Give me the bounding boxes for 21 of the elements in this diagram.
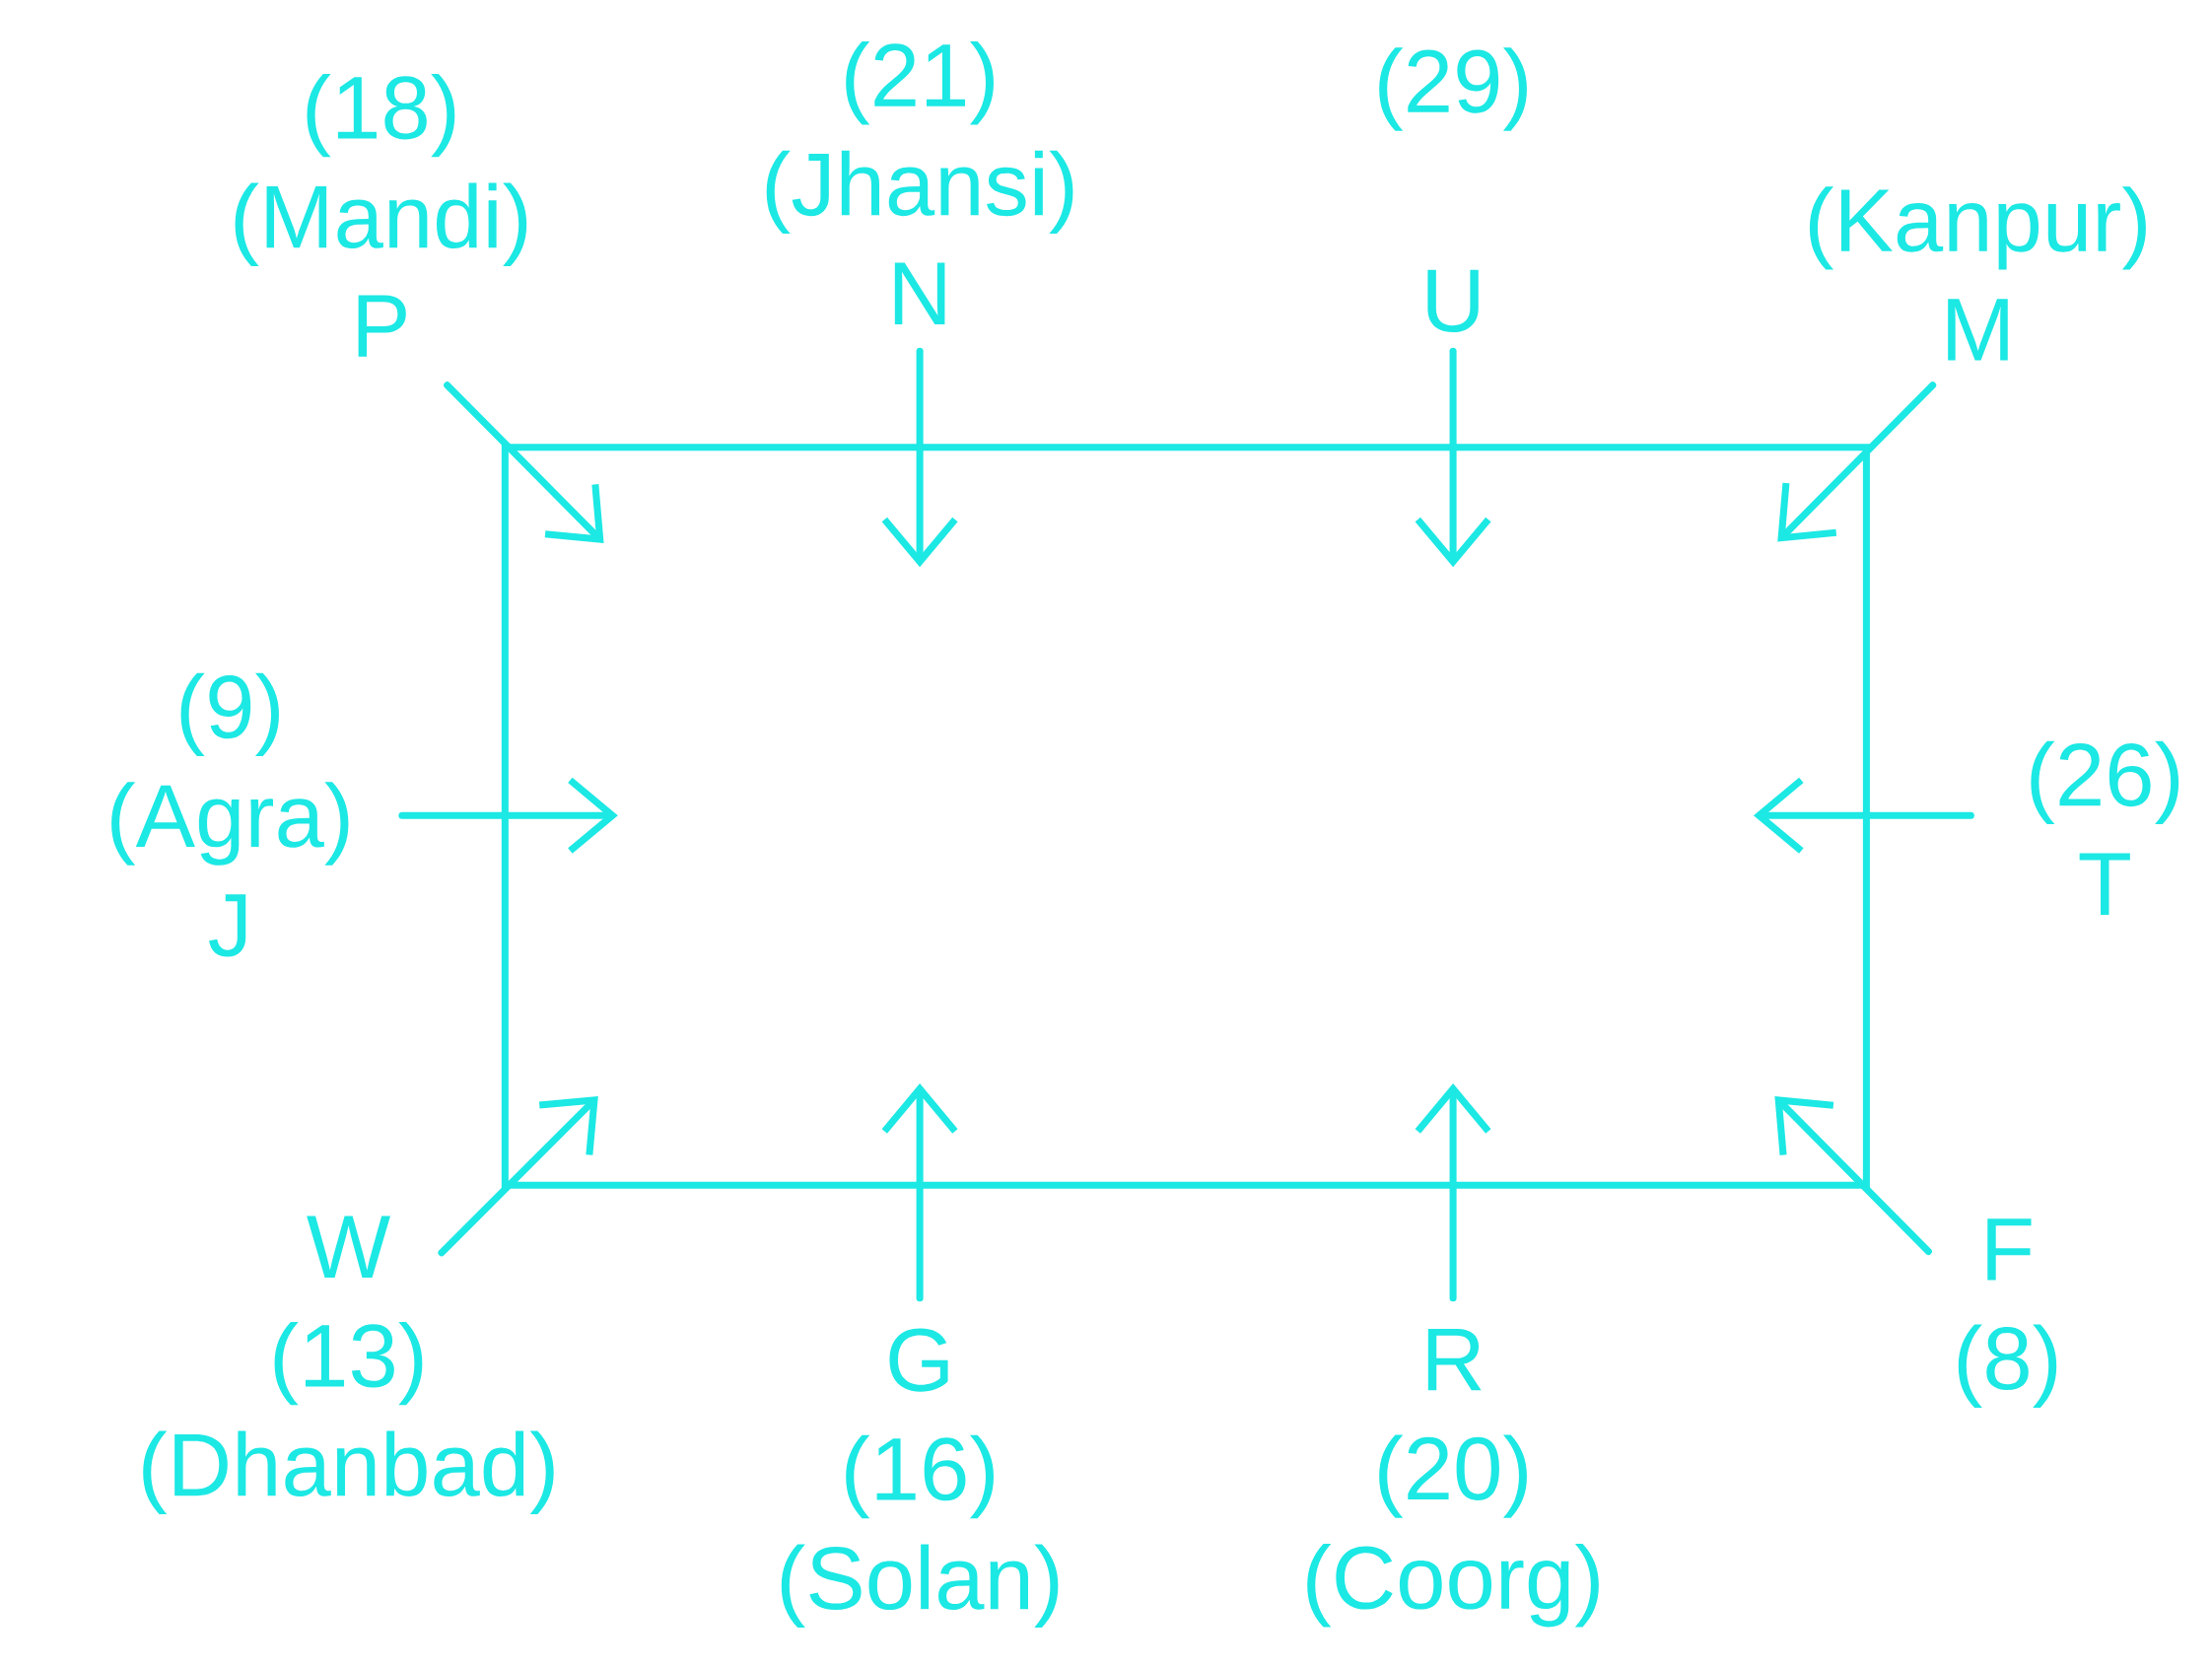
arrow [1777,382,1937,542]
arrow [444,382,604,544]
person-label: (29) U [1379,47,1527,333]
arrow [1415,1083,1491,1302]
person-label: R (20) (Coorg) [1307,1329,1599,1628]
person-label: (26) T [2031,740,2179,916]
arrow [881,348,958,568]
arrow [398,777,618,854]
arrow [1774,1096,1932,1256]
person-label: F (8) [1958,1218,2057,1409]
arrow [438,1096,598,1257]
person-label: W (13) (Dhanbad) [143,1216,554,1515]
person-label: (21) (Jhansi) N [766,41,1073,325]
arrow [1415,348,1491,568]
person-label: (18) (Mandi) P [235,74,527,358]
person-label: (9) (Agra) J [111,672,349,957]
person-label: (Kanpur) M [1809,186,2146,361]
table-rectangle [501,444,1870,1189]
arrow [881,1083,958,1302]
arrow [1753,777,1974,854]
person-label: G (16) (Solan) [781,1328,1059,1629]
